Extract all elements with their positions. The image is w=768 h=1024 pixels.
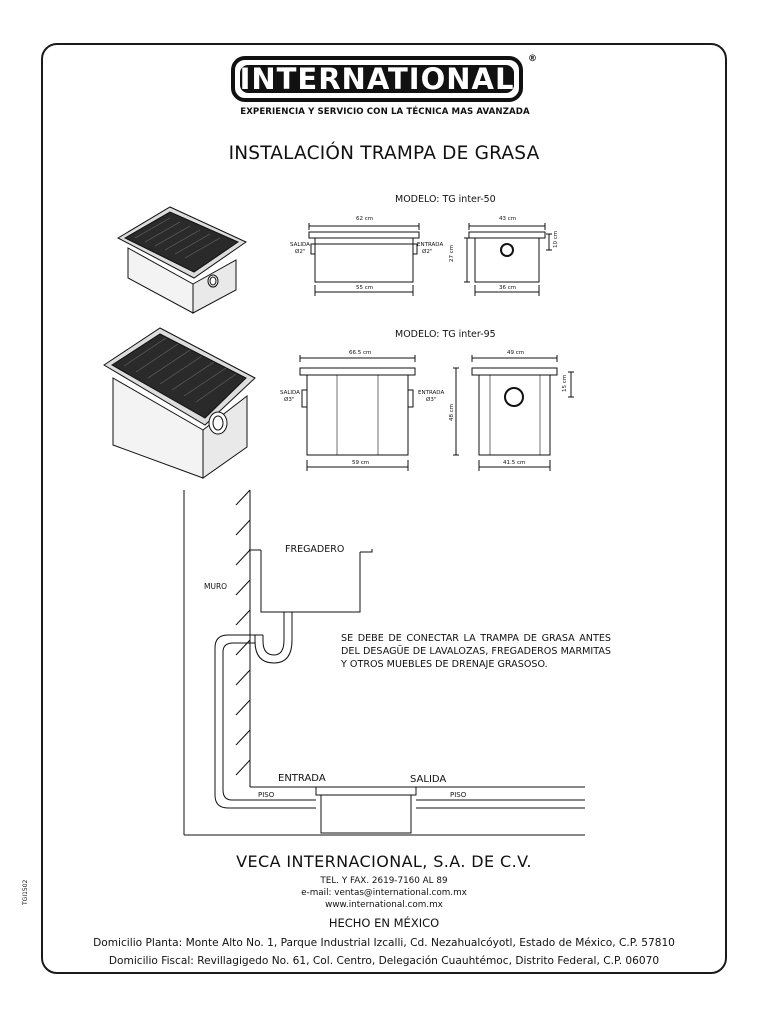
installation-note: SE DEBE DE CONECTAR LA TRAMPA DE GRASA A… <box>341 633 611 670</box>
model-50-inlet-label: ENTRADA <box>417 242 444 248</box>
fiscal-address: Domicilio Fiscal: Revillagigedo No. 61, … <box>108 955 660 967</box>
trap-95-side-view <box>453 355 574 471</box>
brand-logo: INTERNATIONAL ® <box>231 54 537 120</box>
model-95-front-bottom-dim: 59 cm <box>352 460 370 466</box>
phone-fax: TEL. Y FAX. 2619-7160 AL 89 <box>320 876 448 886</box>
outlet-label: SALIDA <box>410 774 447 785</box>
installation-diagram <box>183 489 585 836</box>
trap-50-side-view <box>464 223 552 296</box>
email-address: e-mail: ventas@international.com.mx <box>301 888 467 898</box>
model-95-outlet-diameter: Ø3" <box>284 397 295 403</box>
logo-frame <box>231 56 523 102</box>
model-50-height-dim: 27 cm <box>449 244 455 262</box>
sink-label: FREGADERO <box>285 544 345 555</box>
model-95-side-top-dim: 49 cm <box>507 350 525 356</box>
page-border <box>41 43 727 974</box>
made-in-label: HECHO EN MÉXICO <box>328 916 440 930</box>
model-50-label: MODELO: TG inter-50 <box>395 194 496 205</box>
model-50-side-bottom-dim: 36 cm <box>499 285 517 291</box>
model-95-inlet-diameter: Ø3" <box>426 397 437 403</box>
trap-50-illustration <box>116 206 248 314</box>
model-95-height-dim: 48 cm <box>449 403 455 421</box>
registered-mark: ® <box>528 54 537 64</box>
model-50-inlet-diameter: Ø2" <box>422 249 433 255</box>
model-50-outlet-label: SALIDA <box>290 242 310 248</box>
model-50-front-top-dim: 62 cm <box>356 216 374 222</box>
model-50-front-bottom-dim: 55 cm <box>356 285 374 291</box>
logo-fill <box>240 65 514 93</box>
website-url: www.international.com.mx <box>325 900 443 910</box>
model-50-pipe-dim: 10 cm <box>553 230 559 248</box>
model-95-side-bottom-dim: 41.5 cm <box>503 460 526 466</box>
wall-label: MURO <box>204 582 228 591</box>
logo-text: INTERNATIONAL <box>239 62 515 96</box>
trap-50-front-view <box>308 223 420 296</box>
brand-tagline: EXPERIENCIA Y SERVICIO CON LA TÉCNICA MA… <box>240 107 530 117</box>
company-name: VECA INTERNACIONAL, S.A. DE C.V. <box>236 852 532 871</box>
model-50-outlet-diameter: Ø2" <box>295 249 306 255</box>
inlet-label: ENTRADA <box>278 773 326 784</box>
trap-95-illustration <box>103 327 256 479</box>
model-95-front-top-dim: 66.5 cm <box>349 350 372 356</box>
floor-label-right: PISO <box>450 791 467 799</box>
trap-95-front-view <box>299 355 416 471</box>
document-code: TGI1502 <box>22 879 29 905</box>
model-95-label: MODELO: TG inter-95 <box>395 329 496 340</box>
plant-address: Domicilio Planta: Monte Alto No. 1, Parq… <box>93 937 675 949</box>
floor-label-left: PISO <box>258 791 275 799</box>
model-95-pipe-dim: 15 cm <box>562 374 568 392</box>
model-95-inlet-label: ENTRADA <box>418 390 445 396</box>
model-95-outlet-label: SALIDA <box>280 390 300 396</box>
page-title: INSTALACIÓN TRAMPA DE GRASA <box>228 143 540 164</box>
model-50-side-top-dim: 43 cm <box>499 216 517 222</box>
